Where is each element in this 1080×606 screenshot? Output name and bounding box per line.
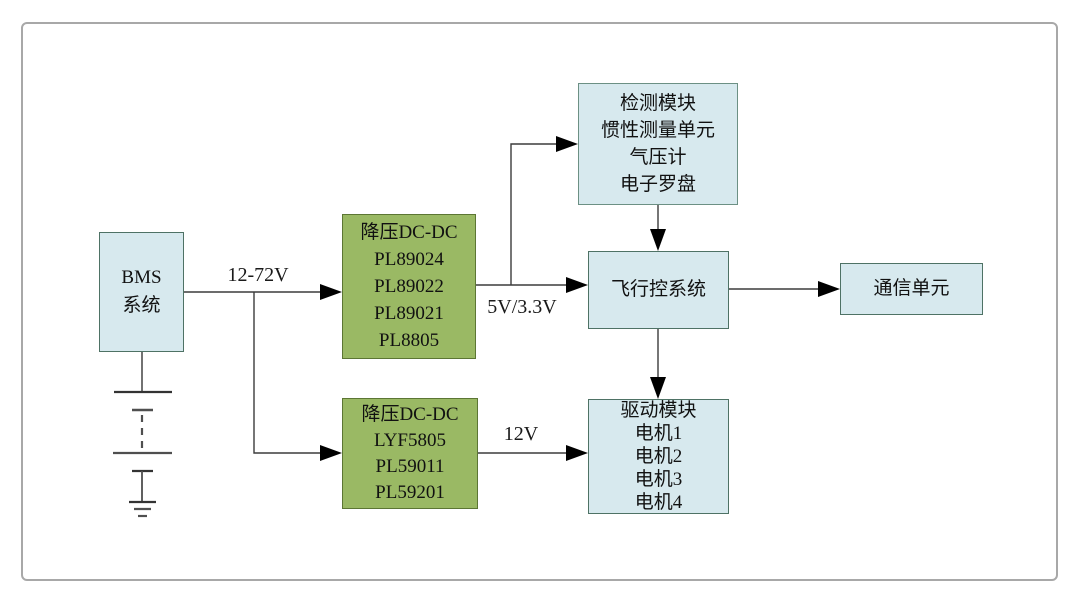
label-motor-voltage: 12V [503,423,539,445]
block-dcdc-lower: 降压DC-DC LYF5805 PL59011 PL59201 [342,398,478,509]
arrowhead-icon [556,136,578,152]
wire-bus-branch-to-dcdc-lower [253,292,322,454]
block-text-line: PL89022 [374,276,444,297]
arrowhead-icon [650,229,666,251]
block-text-line: 电机3 [634,469,683,490]
block-text-line: PL8805 [378,330,440,351]
block-text-line: 电机1 [634,423,683,444]
block-text-line: 检测模块 [619,93,696,114]
block-text-line: PL89021 [374,303,444,324]
block-text-line: 驱动模块 [620,400,697,421]
block-text-line: BMS [121,267,162,288]
block-text-line: 系统 [122,295,161,316]
block-text-line: 降压DC-DC [360,222,458,243]
arrowhead-icon [818,281,840,297]
block-text-line: 电机4 [634,492,683,513]
block-text-line: LYF5805 [374,429,446,451]
block-drive-module: 驱动模块 电机1 电机2 电机3 电机4 [588,399,729,514]
wire-logic-branch-to-sensor [510,143,558,285]
block-text-line: PL59011 [375,455,445,477]
block-text-line: 气压计 [629,147,687,168]
block-sensor-module: 检测模块 惯性测量单元 气压计 电子罗盘 [578,83,738,205]
battery-icon [113,352,172,501]
ground-icon [129,500,156,518]
block-text-line: 电子罗盘 [619,174,696,195]
arrowhead-icon [320,445,342,461]
block-text-line: 降压DC-DC [361,403,459,425]
block-text-line: PL59201 [375,481,445,503]
block-bms-system: BMS 系统 [99,232,184,352]
block-dcdc-upper: 降压DC-DC PL89024 PL89022 PL89021 PL8805 [342,214,476,359]
label-logic-voltage: 5V/3.3V [487,296,557,318]
block-text-line: 电机2 [634,446,683,467]
label-bus-voltage: 12-72V [227,264,289,286]
arrowhead-icon [566,277,588,293]
block-text-line: 飞行控系统 [610,279,706,300]
arrowhead-icon [566,445,588,461]
block-text-line: 通信单元 [873,278,950,299]
arrowhead-icon [320,284,342,300]
arrowhead-icon [650,377,666,399]
block-comm-unit: 通信单元 [840,263,983,315]
block-flight-control: 飞行控系统 [588,251,729,329]
diagram-frame [21,22,1058,581]
block-text-line: 惯性测量单元 [600,120,715,141]
block-text-line: PL89024 [374,249,444,270]
